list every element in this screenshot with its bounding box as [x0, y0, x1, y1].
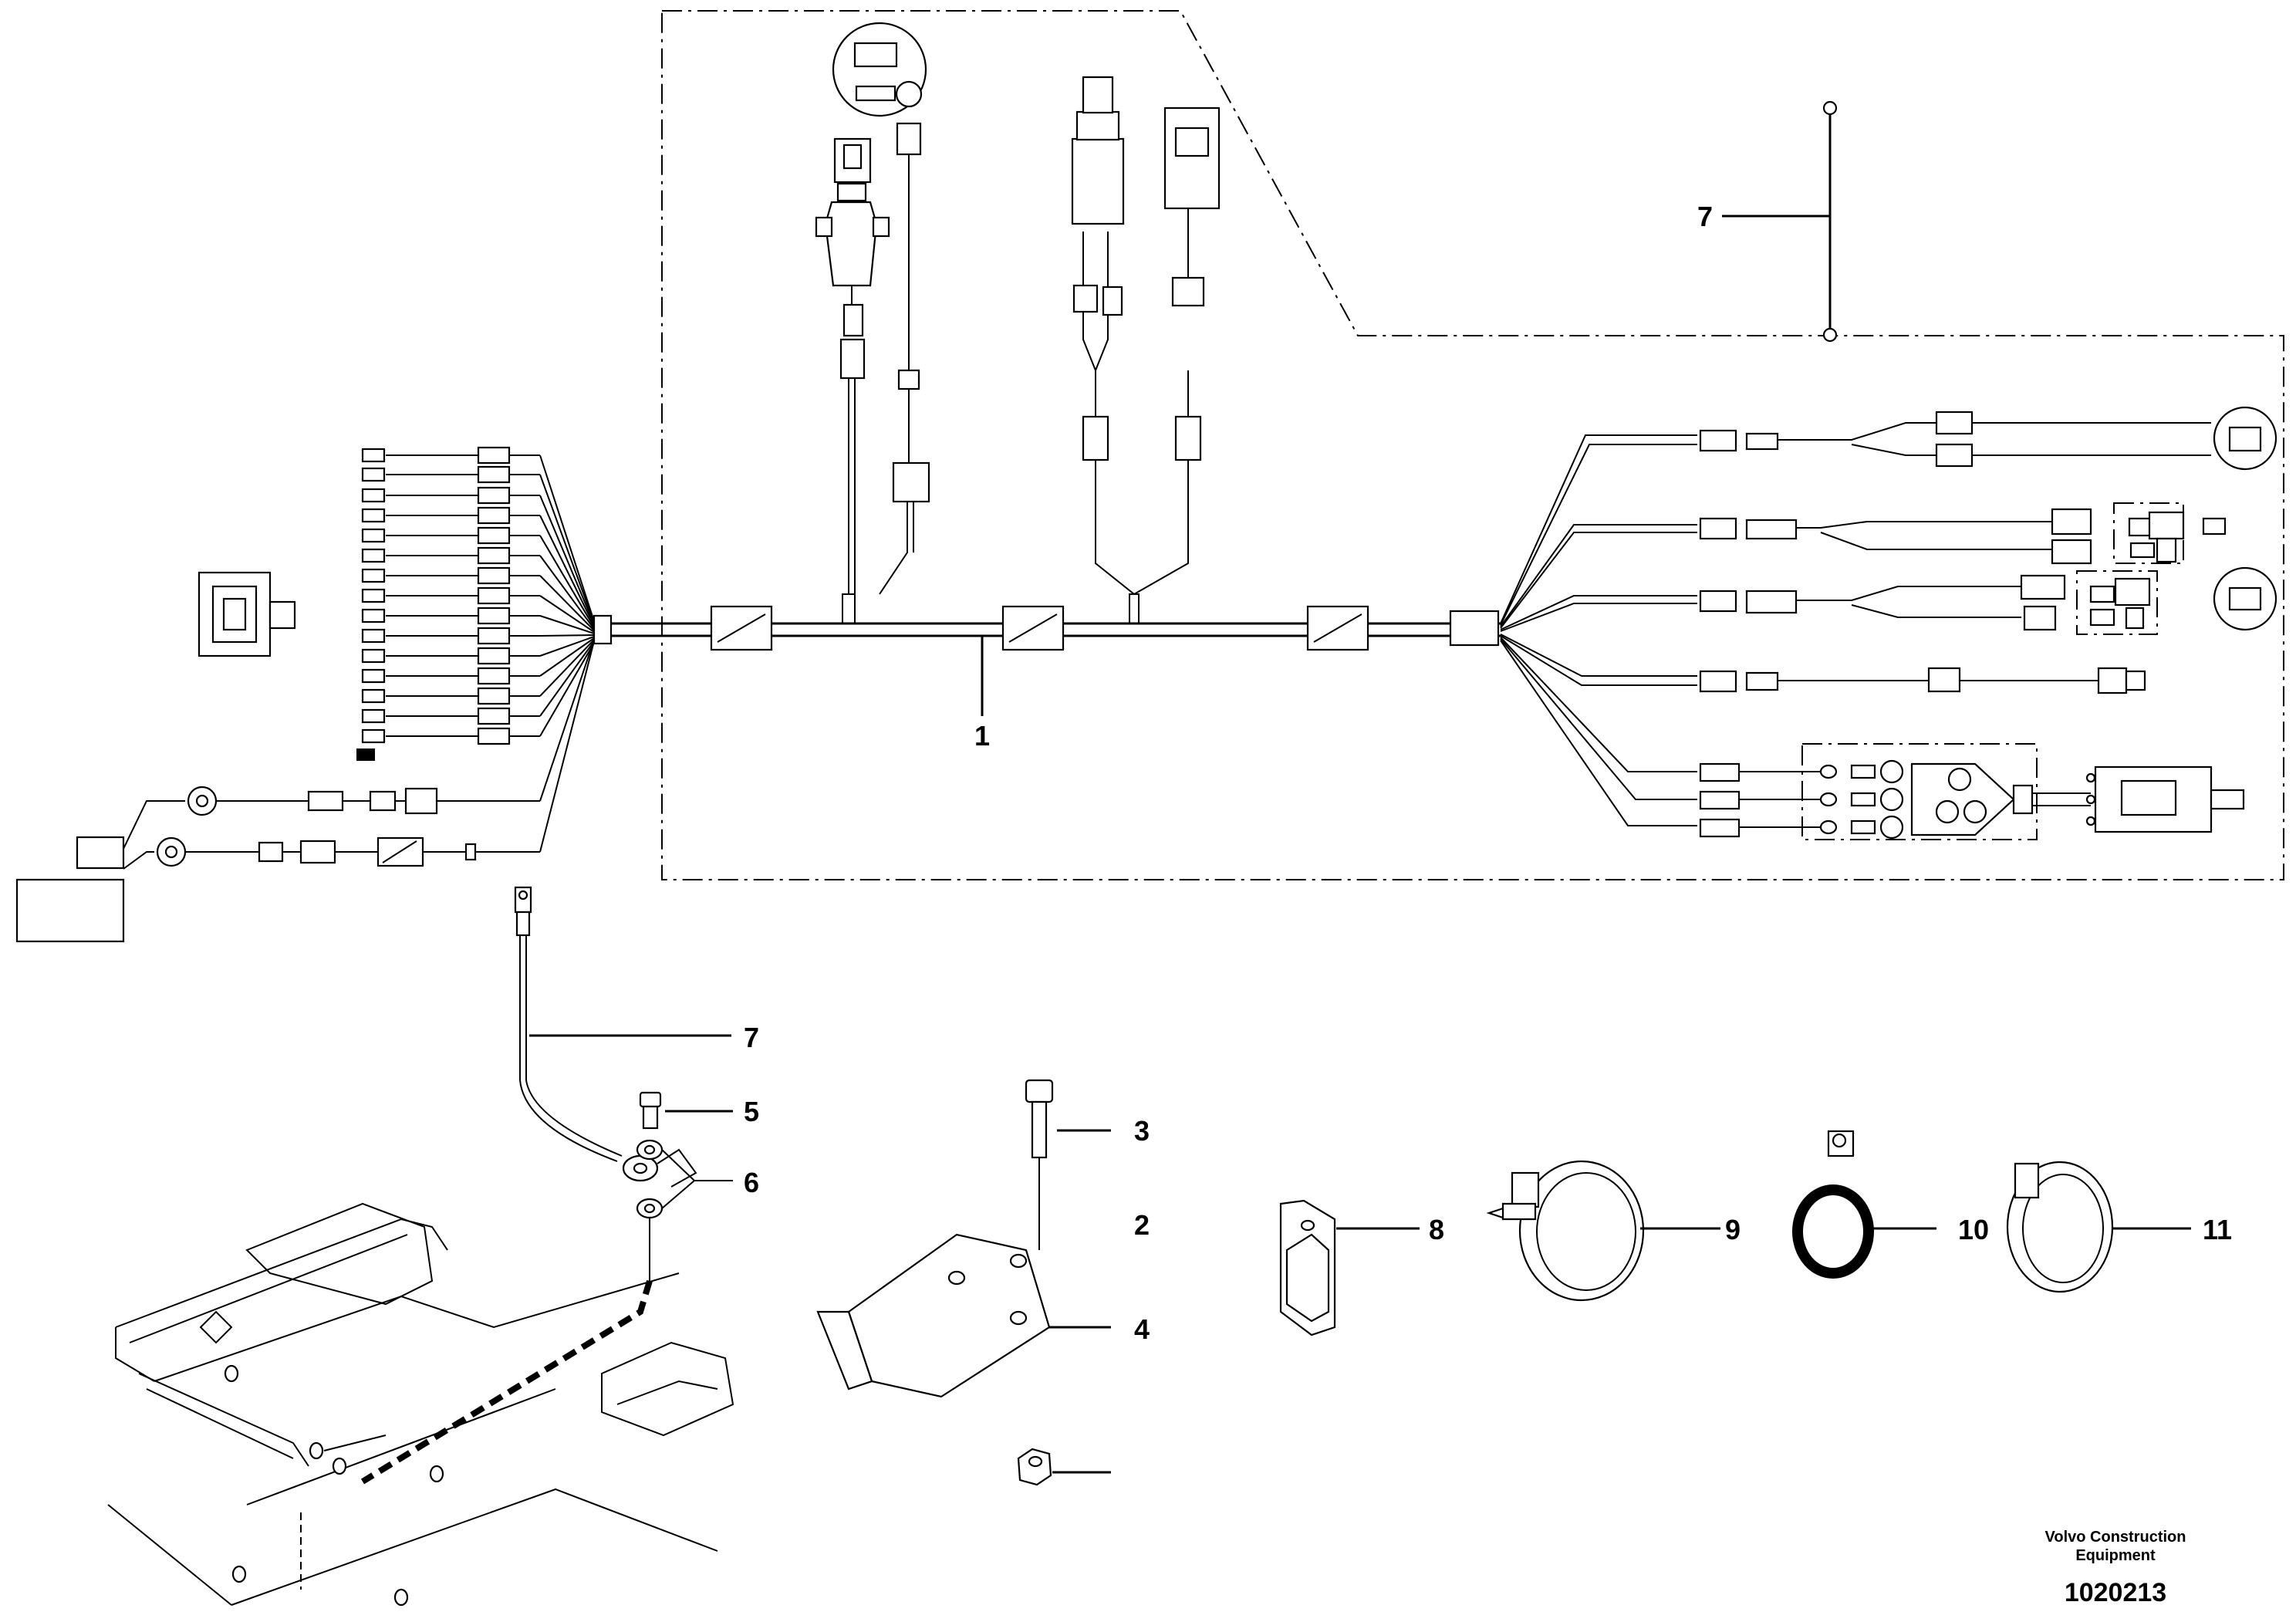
washers-6	[360, 1139, 733, 1485]
machine-frame	[107, 1202, 734, 1607]
clip-8	[1279, 1199, 1420, 1336]
upper-branch-middle	[1071, 76, 1221, 623]
main-harness-trunk	[593, 605, 1501, 651]
ground-cable	[514, 886, 731, 1188]
harness-boundary	[661, 10, 2284, 880]
left-connector-fan	[356, 446, 595, 761]
callout-3: 3	[1134, 1115, 1150, 1147]
nut-4	[1017, 1448, 1111, 1486]
cable-tie-11	[2006, 1161, 2191, 1293]
callout-10: 10	[1958, 1214, 1989, 1245]
p-clamp-10	[1792, 1130, 1936, 1279]
relay-connector	[198, 571, 296, 657]
callout-2: 2	[1134, 1209, 1150, 1241]
callout-6: 6	[744, 1167, 759, 1198]
company-name-line1: Volvo Construction	[2045, 1529, 2186, 1546]
right-connector-fan	[1500, 406, 2277, 840]
upper-branch-left	[815, 22, 930, 623]
bolt-5	[639, 1091, 733, 1130]
callout-9: 9	[1725, 1214, 1741, 1245]
callout-7-top: 7	[1697, 201, 1713, 232]
cable-length-symbol	[1722, 100, 1838, 343]
callout-5: 5	[744, 1096, 759, 1127]
callout-4: 4	[1134, 1313, 1150, 1345]
company-name-line2: Equipment	[2075, 1547, 2156, 1564]
callout-1: 1	[974, 720, 990, 752]
callout-8: 8	[1429, 1214, 1444, 1245]
callout-11: 11	[2203, 1214, 2232, 1245]
screw-3	[1025, 1079, 1111, 1250]
battery-cables	[15, 639, 595, 943]
bracket-2	[816, 1233, 1111, 1398]
cable-tie-9	[1486, 1160, 1720, 1302]
drawing-number: 1020213	[2065, 1578, 2166, 1607]
callout-7-mid: 7	[744, 1022, 759, 1053]
